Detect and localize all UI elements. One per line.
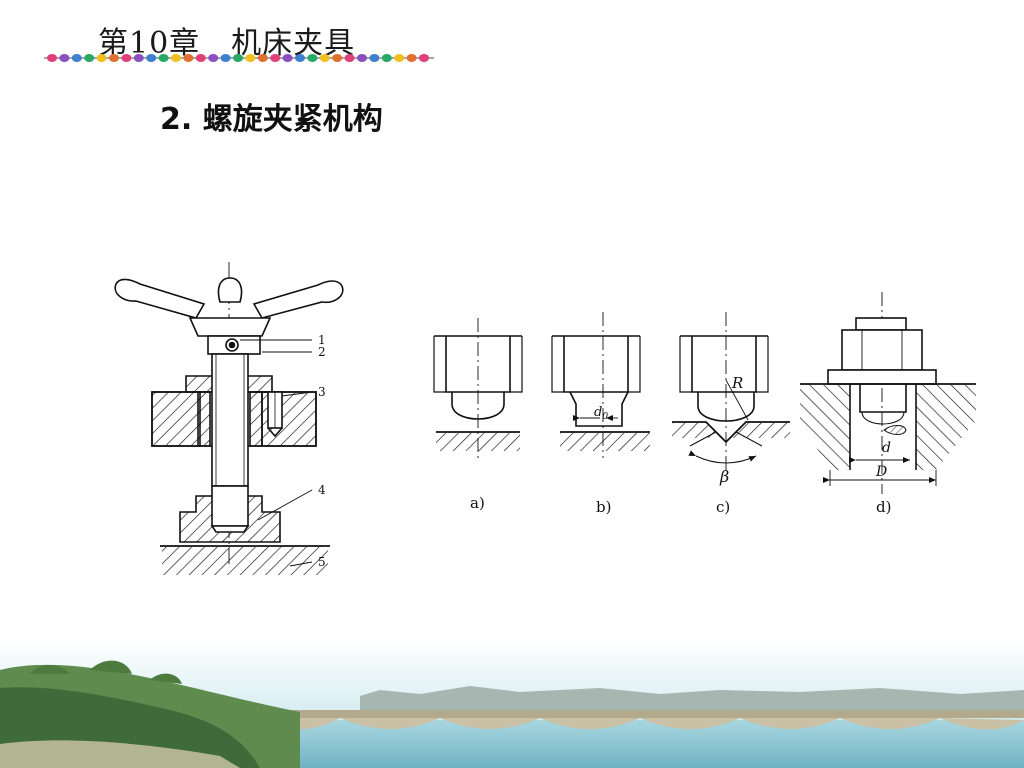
decorative-dot — [146, 54, 157, 62]
decorative-dot — [344, 54, 355, 62]
decorative-dot — [270, 54, 281, 62]
part-number-1: 1 — [318, 333, 326, 347]
decorative-dot — [96, 54, 107, 62]
decorative-dot — [158, 54, 169, 62]
decorative-dot — [319, 54, 330, 62]
dimension-symbols: d0 R β d D — [594, 374, 891, 486]
decorative-dot — [195, 54, 206, 62]
part-number-2: 2 — [318, 345, 326, 359]
panel-b-screw-tip — [551, 312, 650, 458]
symbol-D: D — [875, 464, 887, 480]
part-number-labels: 1 2 3 4 5 — [318, 333, 326, 569]
decorative-dot — [47, 54, 57, 62]
bridge-river-scenery-image — [0, 640, 1024, 768]
decorative-dot — [84, 54, 95, 62]
panel-labels: a) b) c) d) — [470, 494, 891, 516]
part-number-4: 4 — [318, 483, 326, 497]
decorative-dot — [419, 54, 429, 62]
decorative-dot — [282, 54, 293, 62]
panel-c-screw-tip — [672, 312, 790, 470]
panel-label-d: d) — [876, 498, 891, 516]
decorative-dot — [406, 54, 417, 62]
decorative-dot — [133, 54, 144, 62]
decorative-dot — [109, 54, 119, 62]
decorative-dot — [171, 54, 181, 62]
clamping-mechanism-figure: 1 2 3 4 5 — [114, 262, 976, 575]
decorative-dot — [71, 54, 82, 62]
decorative-dot — [121, 54, 132, 62]
decorative-dot — [245, 54, 256, 62]
decorative-dot — [332, 54, 343, 62]
decorative-dot-strip — [44, 54, 434, 62]
symbol-R: R — [731, 374, 743, 392]
decorative-dot — [220, 54, 231, 62]
decorative-dot — [257, 54, 268, 62]
panel-label-b: b) — [596, 498, 611, 516]
decorative-dot — [381, 54, 392, 62]
panel-d-screw-tip — [800, 292, 976, 494]
decorative-dot — [394, 54, 405, 62]
decorative-dot — [357, 54, 367, 62]
part-number-5: 5 — [318, 555, 326, 569]
decorative-dot — [369, 54, 380, 62]
decorative-dot — [183, 54, 194, 62]
decorative-dot — [208, 54, 219, 62]
section-heading: 2. 螺旋夹紧机构 — [160, 102, 383, 137]
decorative-dot — [307, 54, 318, 62]
symbol-d: d — [882, 440, 891, 456]
dot-strip-dots — [47, 54, 429, 62]
decorative-dot — [233, 54, 243, 62]
part-number-3: 3 — [318, 385, 326, 399]
panel-label-a: a) — [470, 494, 485, 512]
panel-label-c: c) — [716, 498, 730, 516]
panel-a-screw-tip — [433, 318, 523, 458]
symbol-beta: β — [719, 467, 729, 486]
screw-clamp-assembly — [114, 262, 344, 575]
symbol-d0: d0 — [594, 405, 608, 422]
decorative-dot — [59, 54, 70, 62]
decorative-dot — [295, 54, 305, 62]
